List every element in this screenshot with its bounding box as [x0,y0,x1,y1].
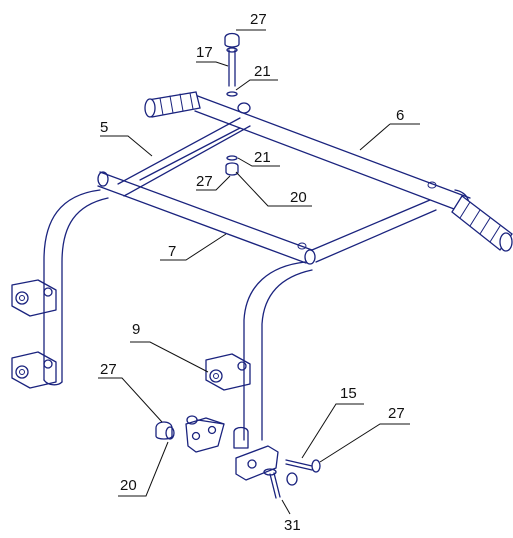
bolt-part-15 [285,459,321,473]
bottom-bracket [233,426,279,481]
callout-17: 17 [196,44,213,61]
callout-27-top: 27 [250,11,267,28]
callout-31: 31 [284,517,301,534]
front-crossbar-part-7 [97,171,316,265]
callout-20-mid: 20 [290,189,307,206]
callout-9: 9 [132,321,140,338]
right-handle-grip [451,195,513,252]
right-tube-frame [243,261,313,441]
callout-7: 7 [168,243,176,260]
leader-lines [98,29,420,515]
washer-part-21-top [226,91,238,97]
nut-part-27-mid [225,162,239,176]
right-connecting-bar [311,181,437,263]
callout-15: 15 [340,385,357,402]
callout-27-right: 27 [388,405,405,422]
left-tube-frame [43,189,109,386]
callout-20-bottom: 20 [120,477,137,494]
left-handle-grip [144,91,201,118]
side-bar-part-5 [117,117,251,197]
left-connecting-bar [139,127,241,181]
callout-labels: 27 17 21 6 5 21 27 20 7 9 27 15 27 20 31 [100,11,405,534]
nut-part-27-top [224,32,240,48]
clamp-left-upper [11,279,57,317]
mount-boss-rear [237,102,251,114]
nut-part-27-left [155,421,173,440]
nut-bottom-right [286,472,298,486]
washer-part-20-left [165,426,175,440]
callout-27-left: 27 [100,361,117,378]
bolt-part-31 [263,468,281,499]
small-bracket [185,415,225,453]
rear-crossbar-part-6 [194,94,471,213]
callout-5: 5 [100,119,108,136]
bolt-part-17 [226,47,238,87]
clamp-part-9 [205,353,251,391]
callout-6: 6 [396,107,404,124]
callout-21-mid: 21 [254,149,271,166]
callout-21-top: 21 [254,63,271,80]
clamp-left-lower [11,351,57,389]
callout-27-mid: 27 [196,173,213,190]
washer-part-21-mid [226,155,238,161]
